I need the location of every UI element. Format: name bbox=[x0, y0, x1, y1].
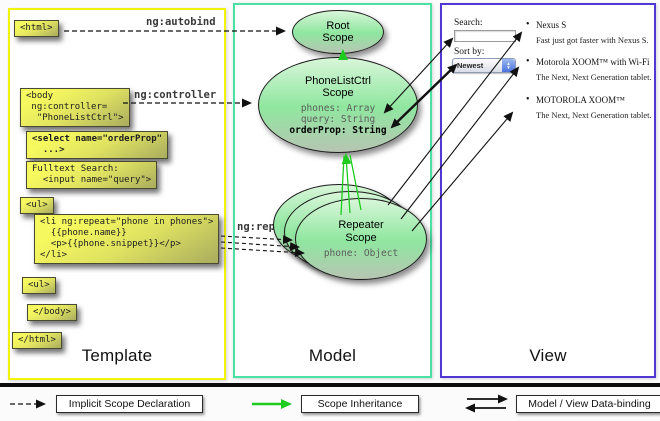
scope-prop: orderProp: String bbox=[289, 124, 387, 136]
scope-title: PhoneListCtrl bbox=[304, 74, 372, 87]
model-panel-label: Model bbox=[308, 346, 357, 365]
code-line: </html> bbox=[18, 335, 56, 345]
legend-implicit-scope-declaration: Implicit Scope Declaration bbox=[56, 395, 203, 413]
code-line: <p>{{phone.snippet}}</p> bbox=[40, 239, 181, 249]
scope-title: Scope bbox=[345, 231, 377, 244]
legend-model-view-data-binding: Model / View Data-binding bbox=[516, 395, 660, 413]
phone-item-title: MOTOROLA XOOM™ bbox=[526, 94, 654, 105]
sort-by-label: Sort by: bbox=[454, 47, 485, 57]
legend-label: Model / View Data-binding bbox=[528, 398, 651, 410]
code-line: <select name="orderProp" bbox=[32, 134, 163, 144]
template-panel bbox=[8, 8, 226, 380]
phone-item-desc: Fast just got faster with Nexus S. bbox=[536, 35, 649, 45]
code-box-body-close: </body> bbox=[27, 304, 77, 321]
scope-title: Scope bbox=[322, 32, 354, 44]
ng-controller-label: ng:controller bbox=[134, 89, 217, 101]
code-box-body-open: <body ng:controller= "PhoneListCtrl"> bbox=[20, 88, 130, 127]
code-line: <ul> bbox=[28, 280, 50, 290]
code-line: ng:controller= bbox=[26, 102, 108, 112]
view-panel-label: View bbox=[529, 346, 567, 365]
code-line: <li ng:repeat="phone in phones"> bbox=[40, 217, 214, 227]
code-line: Fulltext Search: bbox=[32, 164, 119, 174]
template-panel-label: Template bbox=[81, 346, 153, 365]
sort-select[interactable]: Newest ▲▼ bbox=[452, 58, 516, 73]
code-line: ...> bbox=[32, 145, 65, 155]
code-line: {{phone.name}} bbox=[40, 228, 127, 238]
sort-select-value: Newest bbox=[457, 60, 484, 70]
code-box-select: <select name="orderProp" ...> bbox=[26, 131, 169, 159]
phone-list-item: MOTOROLA XOOM™ The Next, Next Generation… bbox=[526, 94, 654, 120]
legend-separator bbox=[0, 383, 660, 387]
code-box-html-open: <html> bbox=[14, 20, 59, 37]
phone-list-item: Nexus S Fast just got faster with Nexus … bbox=[526, 19, 654, 45]
scope-title: Scope bbox=[322, 87, 354, 99]
scope-prop: phone: Object bbox=[323, 248, 399, 259]
search-label: Search: bbox=[454, 18, 483, 28]
code-box-fulltext: Fulltext Search: <input name="query"> bbox=[26, 161, 158, 189]
legend-label: Implicit Scope Declaration bbox=[68, 398, 191, 410]
code-line: </body> bbox=[33, 307, 71, 317]
phone-item-title: Nexus S bbox=[526, 19, 654, 30]
phone-item-desc: The Next, Next Generation tablet. bbox=[536, 110, 652, 120]
repeater-scope-ellipse-front: Repeater Scope phone: Object bbox=[295, 198, 427, 280]
select-stepper-icon: ▲▼ bbox=[502, 59, 515, 72]
scope-prop: phones: Array bbox=[300, 102, 376, 114]
phonelistctrl-scope-ellipse: PhoneListCtrl Scope phones: Array query:… bbox=[258, 57, 418, 153]
phone-item-title: Motorola XOOM™ with Wi-Fi bbox=[526, 56, 654, 67]
phone-item-desc: The Next, Next Generation tablet. bbox=[536, 72, 652, 82]
search-input[interactable] bbox=[454, 30, 516, 42]
legend-label: Scope Inheritance bbox=[317, 398, 403, 410]
code-box-html-close: </html> bbox=[12, 332, 62, 349]
phone-list-item: Motorola XOOM™ with Wi-Fi The Next, Next… bbox=[526, 56, 654, 82]
legend-scope-inheritance: Scope Inheritance bbox=[301, 395, 419, 413]
code-line: </li> bbox=[40, 250, 68, 260]
code-box-ul-2: <ul> bbox=[22, 277, 56, 294]
code-line: <body bbox=[26, 91, 54, 101]
code-line: "PhoneListCtrl"> bbox=[26, 113, 124, 123]
code-box-ul-1: <ul> bbox=[20, 197, 54, 214]
code-box-li-repeat: <li ng:repeat="phone in phones"> {{phone… bbox=[34, 214, 220, 264]
scope-title: Root bbox=[326, 19, 350, 32]
ng-autobind-label: ng:autobind bbox=[146, 16, 216, 28]
code-line: <input name="query"> bbox=[32, 175, 152, 185]
root-scope-ellipse: Root Scope bbox=[292, 10, 384, 54]
code-line: <ul> bbox=[26, 200, 48, 210]
scope-title: Repeater bbox=[338, 219, 384, 231]
scope-prop: query: String bbox=[300, 113, 376, 125]
code-line: <html> bbox=[20, 23, 53, 33]
